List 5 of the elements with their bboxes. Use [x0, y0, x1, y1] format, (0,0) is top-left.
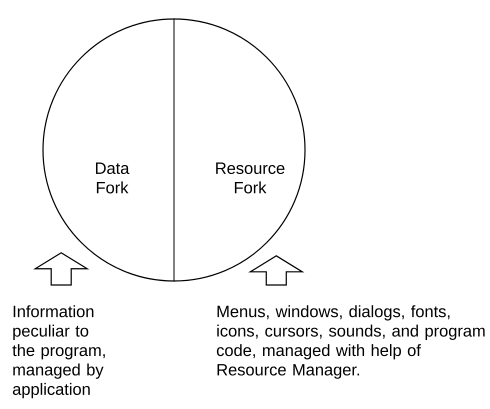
circle-shape [42, 18, 306, 282]
fork-label: Resource Fork [216, 162, 284, 194]
fork-label: Data Fork [96, 162, 130, 194]
caption-text: Menus, windows, dialogs, fonts, icons, cursors, sounds, and program code, managed with help of Resource Manager. [216, 305, 485, 379]
caption-text: Information peculiar to the program, managed by application [12, 305, 105, 398]
